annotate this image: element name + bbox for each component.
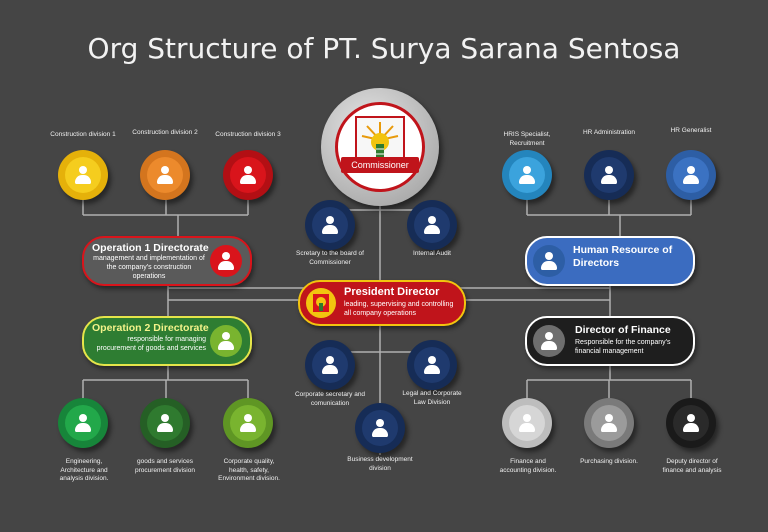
person-icon [517,166,537,184]
corporate-secretary-node[interactable] [305,340,355,390]
person-icon [422,356,442,374]
construction-division-3-label: Construction division 3 [215,131,281,138]
person-icon [320,216,340,234]
person-icon [210,245,242,277]
person-icon [238,166,258,184]
purchasing-label: Purchasing division. [580,458,638,465]
hr-generalist-label: HR Generalist [670,127,712,134]
construction-division-1-label: Construction division 1 [50,131,116,138]
person-icon [155,166,175,184]
operation-1-directorate[interactable]: Operation 1 Directorate management and i… [82,236,252,286]
goods-services-node[interactable] [140,398,190,448]
person-icon [320,356,340,374]
finance-accounting-label: Finance and accounting division. [499,458,557,474]
sun-logo-icon [306,288,336,318]
page-title: Org Structure of PT. Surya Sarana Sentos… [87,32,681,65]
commissioner-logo-ring: Commissioner [335,102,425,192]
hr-generalist-node[interactable] [666,150,716,200]
commissioner-node[interactable]: Commissioner [321,88,439,206]
engineering-label: Engineering, Architecture and analysis d… [59,458,109,482]
legal-node[interactable] [407,340,457,390]
finance-accounting-node[interactable] [502,398,552,448]
construction-division-3-node[interactable] [223,150,273,200]
human-resource-directors[interactable]: Human Resource of Directors [525,236,695,286]
corporate-quality-node[interactable] [223,398,273,448]
corporate-quality-label: Corporate quality, health, safety, Envir… [218,458,280,482]
operation-1-desc: management and implementation of the com… [93,255,205,280]
internal-audit-node[interactable] [407,200,457,250]
person-icon [681,166,701,184]
business-development-node[interactable] [355,403,405,453]
finance-title: Director of Finance [575,324,671,336]
hr-title: Human Resource of Directors [573,244,673,269]
purchasing-node[interactable] [584,398,634,448]
commissioner-label: Commissioner [341,157,419,173]
construction-division-2-node[interactable] [140,150,190,200]
construction-division-2-label: Construction division 2 [132,129,198,136]
hris-node[interactable] [502,150,552,200]
corporate-secretary-label: Corporate secretary and comunication [294,391,366,407]
person-icon [155,414,175,432]
hris-label: HRIS Specialist, Recruitment [503,131,551,147]
president-title: President Director [344,286,440,298]
secretary-board-node[interactable] [305,200,355,250]
person-icon [533,325,565,357]
person-icon [238,414,258,432]
secretary-board-label: Scretary to the board of Commissioner [296,250,364,266]
legal-label: Legal and Corporate Law Division [402,390,462,406]
operation-1-title: Operation 1 Directorate [92,242,209,254]
hr-administration-node[interactable] [584,150,634,200]
business-development-label: Business development division [347,456,413,472]
goods-services-label: goods and services procurement division [135,458,195,474]
director-of-finance[interactable]: Director of Finance Responsible for the … [525,316,695,366]
person-icon [681,414,701,432]
person-icon [370,419,390,437]
operation-2-directorate[interactable]: Operation 2 Directorate responsible for … [82,316,252,366]
person-icon [599,166,619,184]
construction-division-1-node[interactable] [58,150,108,200]
president-director[interactable]: President Director leading, supervising … [298,280,466,326]
hr-administration-label: HR Administration [582,129,636,136]
person-icon [73,414,93,432]
operation-2-title: Operation 2 Directorate [92,322,209,334]
internal-audit-label: Internal Audit [413,250,451,257]
person-icon [422,216,442,234]
person-icon [73,166,93,184]
person-icon [517,414,537,432]
operation-2-desc: responsible for managing procurement of … [96,336,206,352]
president-desc: leading, supervising and controlling all… [344,301,454,317]
person-icon [210,325,242,357]
finance-desc: Responsible for the company's financial … [575,339,671,355]
deputy-finance-node[interactable] [666,398,716,448]
person-icon [599,414,619,432]
person-icon [533,245,565,277]
engineering-node[interactable] [58,398,108,448]
deputy-finance-label: Deputy director of finance and analysis [662,458,722,474]
